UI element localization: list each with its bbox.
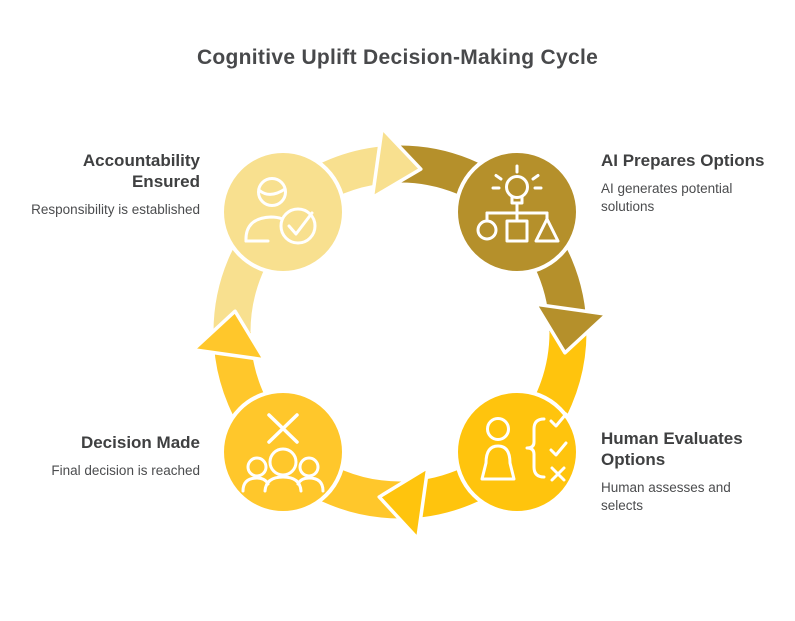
arrowhead-bottom-left-icon xyxy=(377,465,430,541)
node-label-human-evaluates: Human Evaluates Options xyxy=(601,429,743,470)
node-label-decision-made: Decision Made xyxy=(80,433,200,452)
node-text-decision-made: Decision Made Final decision is reached xyxy=(10,432,200,480)
lightbulb-flowchart-icon xyxy=(476,164,560,243)
person-checkmark-icon xyxy=(244,177,317,245)
page-title: Cognitive Uplift Decision-Making Cycle xyxy=(196,46,599,69)
node-circle-accountability xyxy=(220,149,346,275)
person-checklist-icon xyxy=(480,412,568,482)
node-circle-decision-made xyxy=(220,389,346,515)
arrowhead-left-up-icon xyxy=(191,309,267,362)
node-text-human-evaluates: Human Evaluates Options Human assesses a… xyxy=(601,428,769,515)
arrowhead-right-down-icon xyxy=(533,302,609,355)
node-label-accountability: Accountability Ensured xyxy=(82,151,200,192)
node-circle-human-evaluates xyxy=(454,389,580,515)
node-text-accountability: Accountability Ensured Responsibility is… xyxy=(20,150,200,219)
node-label-ai-prepares: AI Prepares Options xyxy=(601,151,765,170)
node-desc-decision-made: Final decision is reached xyxy=(51,463,200,479)
node-desc-ai-prepares: AI generates potential solutions xyxy=(601,181,733,215)
node-text-ai-prepares: AI Prepares Options AI generates potenti… xyxy=(601,150,771,216)
node-desc-accountability: Responsibility is established xyxy=(31,202,200,218)
arrowhead-top-right-icon xyxy=(370,126,423,200)
group-crossmark-icon xyxy=(241,413,325,493)
node-desc-human-evaluates: Human assesses and selects xyxy=(601,480,731,514)
